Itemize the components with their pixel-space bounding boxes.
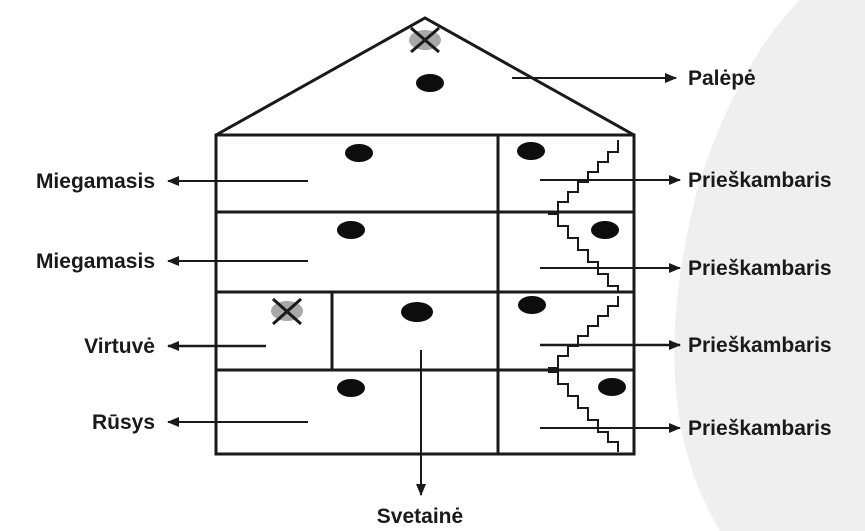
background-shape	[674, 0, 865, 531]
dot-icon	[337, 379, 365, 397]
label-hallway-3: Prieškambaris	[688, 334, 832, 357]
label-attic: Palėpė	[688, 67, 756, 90]
staircase-1	[548, 140, 619, 213]
staircase-3	[548, 296, 619, 369]
label-basement: Rūsys	[92, 411, 155, 434]
label-living-room: Svetainė	[377, 505, 463, 528]
label-bedroom-second: Miegamasis	[36, 250, 155, 273]
staircase-2	[548, 213, 619, 292]
label-hallway-4: Prieškambaris	[688, 417, 832, 440]
dot-icon	[345, 144, 373, 162]
label-kitchen: Virtuvė	[84, 335, 155, 358]
dot-icon	[337, 221, 365, 239]
dot-icon	[416, 74, 444, 92]
dot-icon	[517, 142, 545, 160]
dot-icon	[598, 378, 626, 396]
roof	[215, 16, 635, 137]
label-bedroom-top: Miegamasis	[36, 170, 155, 193]
house-body	[214, 133, 636, 456]
dot-icon	[518, 296, 546, 314]
x-mark-icon	[271, 297, 303, 326]
x-mark-icon	[409, 26, 441, 54]
label-hallway-2: Prieškambaris	[688, 257, 832, 280]
label-hallway-1: Prieškambaris	[688, 169, 832, 192]
staircase-4	[548, 371, 619, 452]
dot-icon	[591, 221, 619, 239]
dot-icon	[401, 302, 433, 322]
